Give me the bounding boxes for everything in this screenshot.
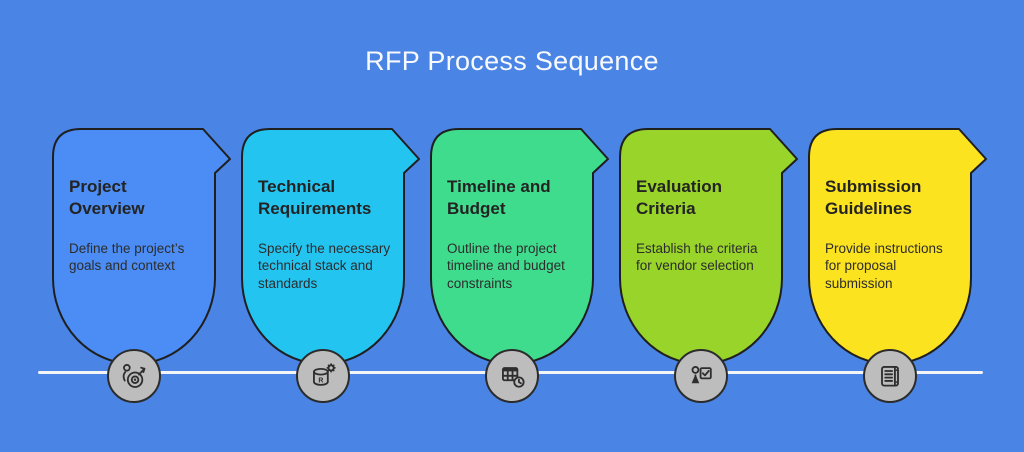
card-description: Define the project’s goals and context: [69, 240, 185, 274]
document-list-icon: [881, 366, 899, 387]
card-bubble-shape: [52, 128, 231, 365]
card-text-block: Submission Guidelines Provide instructio…: [825, 176, 959, 293]
card-title: Technical Requirements: [258, 177, 372, 219]
person-target-icon: [122, 364, 146, 388]
person-checkbox-icon: [691, 366, 712, 384]
card-text-block: Technical Requirements Specify the neces…: [258, 176, 392, 293]
step-card-project-overview: Project Overview Define the project’s go…: [52, 128, 232, 368]
database-gear-icon: R: [313, 363, 336, 386]
step-icon-badge: [485, 349, 539, 403]
card-title: Project Overview: [69, 177, 145, 219]
step-card-technical-requirements: Technical Requirements Specify the neces…: [241, 128, 421, 368]
card-description: Specify the necessary technical stack an…: [258, 240, 391, 291]
card-title: Timeline and Budget: [447, 177, 551, 219]
card-description: Provide instructions for proposal submis…: [825, 240, 943, 291]
step-card-evaluation-criteria: Evaluation Criteria Establish the criter…: [619, 128, 799, 368]
card-title: Evaluation Criteria: [636, 177, 722, 219]
card-text-block: Timeline and Budget Outline the project …: [447, 176, 581, 293]
card-text-block: Evaluation Criteria Establish the criter…: [636, 176, 770, 275]
step-card-timeline-budget: Timeline and Budget Outline the project …: [430, 128, 610, 368]
svg-text:R: R: [318, 377, 323, 384]
card-bubble-shape: [430, 128, 609, 365]
card-bubble-shape: [808, 128, 987, 365]
step-icon-badge: [863, 349, 917, 403]
step-icon-badge: R: [296, 349, 350, 403]
step-card-submission-guidelines: Submission Guidelines Provide instructio…: [808, 128, 988, 368]
card-bubble-shape: [241, 128, 420, 365]
card-text-block: Project Overview Define the project’s go…: [69, 176, 203, 275]
step-icon-badge: [107, 349, 161, 403]
card-description: Outline the project timeline and budget …: [447, 240, 565, 291]
card-description: Establish the criteria for vendor select…: [636, 240, 758, 274]
table-clock-icon: [502, 367, 525, 388]
card-title: Submission Guidelines: [825, 177, 922, 219]
card-bubble-shape: [619, 128, 798, 365]
page-title: RFP Process Sequence: [365, 46, 659, 76]
step-icon-badge: [674, 349, 728, 403]
